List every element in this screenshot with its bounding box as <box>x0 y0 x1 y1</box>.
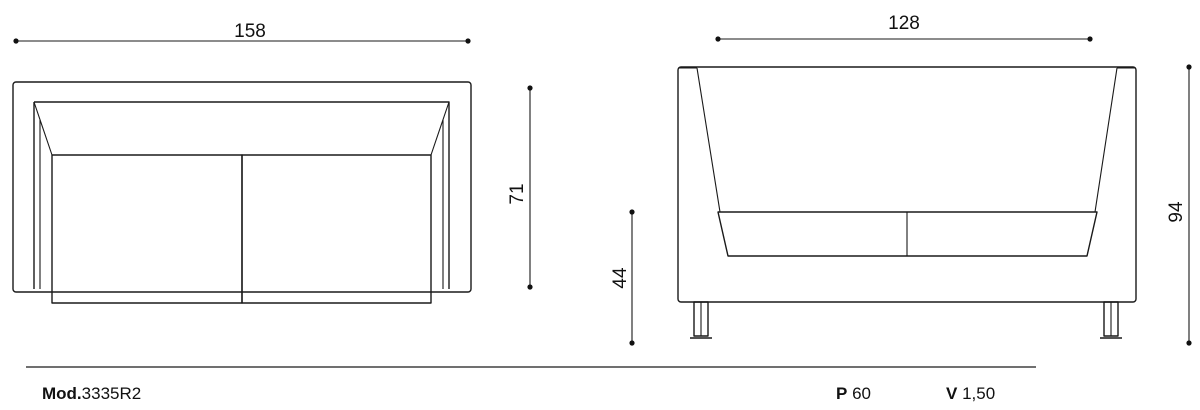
footer: Mod.3335R2 P 60 V 1,50 <box>0 384 1200 408</box>
p-info: P 60 <box>836 384 871 404</box>
p-label: P <box>836 384 848 403</box>
front-width-dimension: 128 <box>715 13 1093 42</box>
front-view: 128 44 94 <box>610 13 1192 346</box>
sofa-legs <box>690 301 1122 339</box>
sofa-front-body <box>677 66 1137 303</box>
model-label: Mod. <box>42 384 82 403</box>
seat-height-dimension: 44 <box>610 209 635 346</box>
total-height-label: 94 <box>1166 201 1187 223</box>
seat-cushion-right <box>241 154 432 304</box>
v-label: V <box>946 384 958 403</box>
top-width-label: 158 <box>234 21 266 42</box>
model-info: Mod.3335R2 <box>42 384 141 404</box>
top-width-dimension: 158 <box>13 21 471 44</box>
seat-front-cushions <box>717 211 1098 257</box>
front-width-label: 128 <box>888 13 920 34</box>
v-info: V 1,50 <box>946 384 995 404</box>
v-value: 1,50 <box>962 384 996 403</box>
seat-height-label: 44 <box>610 267 631 289</box>
top-view: 158 71 <box>12 21 533 304</box>
seat-cushion-left <box>51 154 243 304</box>
top-depth-dimension: 71 <box>507 85 533 290</box>
total-height-dimension: 94 <box>1166 64 1192 346</box>
p-value: 60 <box>852 384 871 403</box>
model-code: 3335R2 <box>81 384 142 403</box>
top-depth-label: 71 <box>507 183 528 204</box>
